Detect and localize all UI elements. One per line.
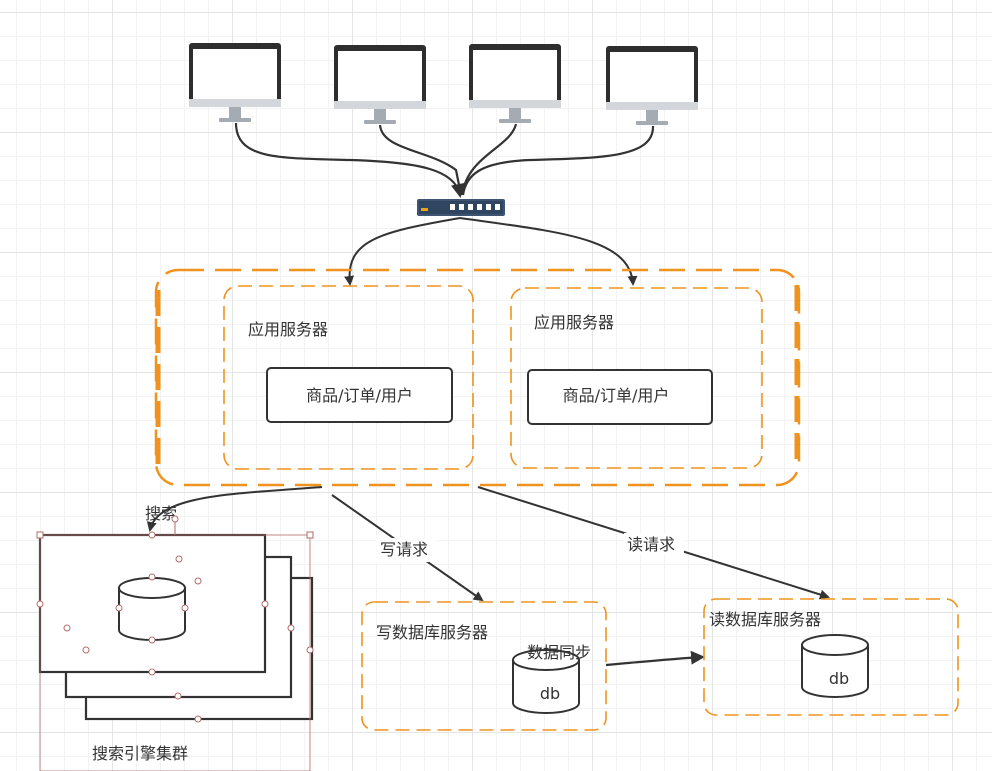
app-service-2 xyxy=(527,369,713,425)
monitor-icon xyxy=(606,46,698,125)
write-db-title: 写数据库服务器 xyxy=(376,623,488,642)
database-icon xyxy=(512,649,580,714)
connector-monitor4 xyxy=(461,125,655,196)
selection-handles[interactable] xyxy=(36,515,314,723)
write-request-label: 写请求 xyxy=(380,540,428,559)
database-icon xyxy=(118,577,186,641)
app-server-1 xyxy=(223,285,474,470)
connector-monitor1 xyxy=(234,122,465,198)
app-service-1 xyxy=(266,367,453,423)
search-edge-label: 搜索 xyxy=(145,504,177,523)
app-server-2-title: 应用服务器 xyxy=(534,313,614,332)
connector-switch-app1 xyxy=(344,217,461,286)
connector-monitor3 xyxy=(460,123,518,196)
connector-monitor2 xyxy=(378,124,463,196)
connector-search xyxy=(146,486,323,532)
write-db-label: db xyxy=(540,684,560,703)
write-db-server xyxy=(361,601,607,731)
read-request-label: 读请求 xyxy=(627,535,675,554)
app-service-1-label: 商品/订单/用户 xyxy=(306,386,413,405)
app-server-2 xyxy=(510,287,763,469)
read-db-server xyxy=(703,598,959,716)
read-db-label: db xyxy=(829,669,849,688)
database-icon xyxy=(801,634,869,698)
monitor-icon xyxy=(469,44,561,123)
data-sync-label: 数据同步 xyxy=(527,643,591,662)
read-db-title: 读数据库服务器 xyxy=(709,610,821,629)
search-engine-cluster[interactable] xyxy=(36,515,314,771)
app-server-1-title: 应用服务器 xyxy=(248,320,328,339)
search-cluster-label: 搜索引擎集群 xyxy=(92,744,188,763)
app-service-2-label: 商品/订单/用户 xyxy=(563,386,670,405)
connector-data-sync xyxy=(605,650,705,667)
monitor-icon xyxy=(334,45,426,124)
connector-switch-app2 xyxy=(459,217,638,286)
monitor-icon xyxy=(189,43,281,122)
network-switch-icon xyxy=(417,199,505,216)
